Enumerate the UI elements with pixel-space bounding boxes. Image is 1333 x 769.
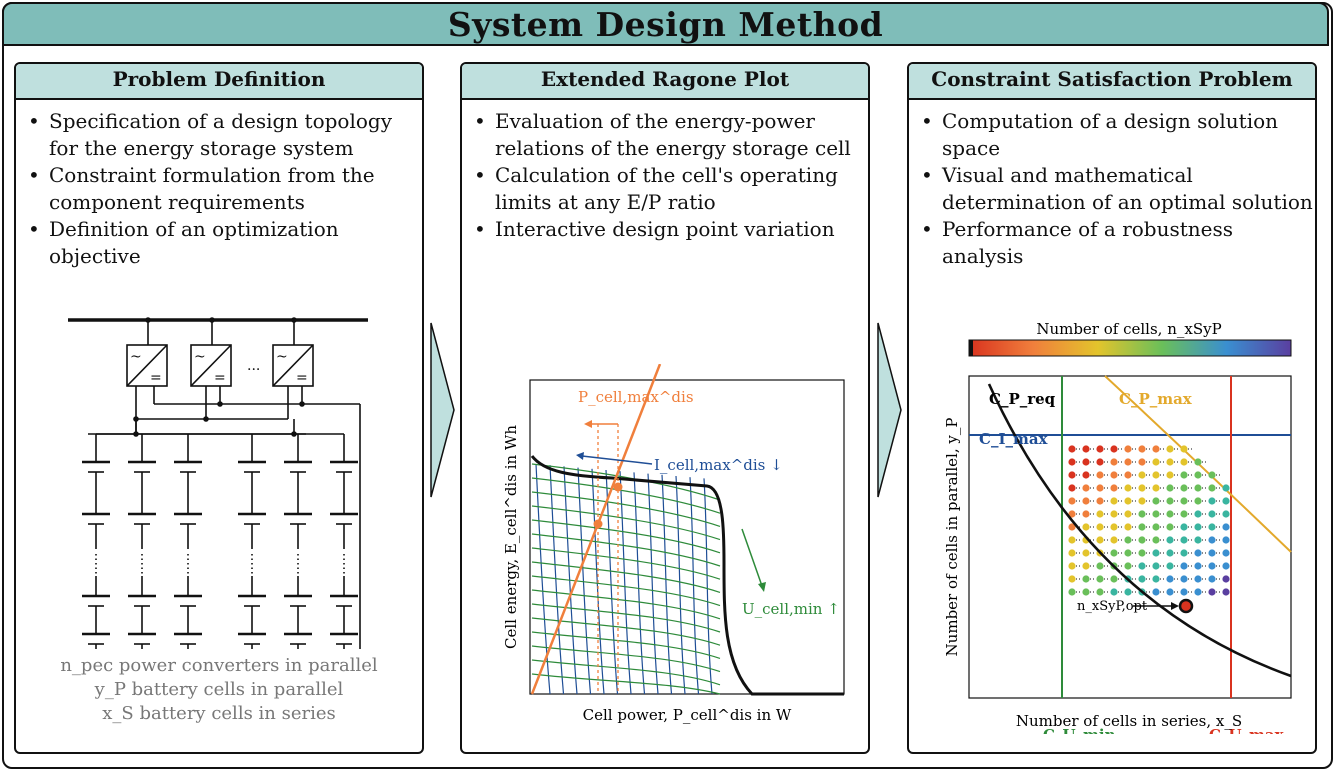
bullet-item: Calculation of the cell's operating limi… xyxy=(474,162,866,216)
bullet-item: Constraint formulation from the componen… xyxy=(28,162,420,216)
label-u-min: U_cell,min ↑ xyxy=(742,600,840,618)
label-i-max: I_cell,max^dis ↓ xyxy=(654,456,783,474)
bullet-list: Specification of a design topology for t… xyxy=(28,108,420,270)
colorbar-label: Number of cells, n_xSyP xyxy=(1036,320,1221,338)
label-n-opt: n_xSyP,opt xyxy=(1077,599,1148,614)
svg-text:~: ~ xyxy=(194,349,206,365)
bullet-item: Definition of an optimization objective xyxy=(28,216,420,270)
label-c-umin: C_U_min xyxy=(1043,726,1116,734)
panel-title: Problem Definition xyxy=(112,67,326,91)
panel-header: Problem Definition xyxy=(16,64,422,100)
label-c-imax: C_I_max xyxy=(979,430,1049,448)
svg-text:=: = xyxy=(296,370,308,386)
ragone-plot: P_cell,max^dis I_cell,max^dis ↓ U_cell,m… xyxy=(502,364,845,724)
caption-converters: n_pec power converters in parallel xyxy=(60,655,378,676)
svg-text:=: = xyxy=(150,370,162,386)
main-title: System Design Method xyxy=(447,5,884,44)
caption-parallel: y_P battery cells in parallel xyxy=(94,679,344,700)
x-axis-label: Cell power, P_cell^dis in W xyxy=(583,706,792,724)
topology-diagram: ~ = ~ = ~ = ... xyxy=(68,317,368,649)
main-header: System Design Method xyxy=(2,2,1329,46)
panel-title: Extended Ragone Plot xyxy=(540,67,790,91)
bullet-item: Interactive design point variation xyxy=(474,216,866,243)
panel-extended-ragone-plot: Extended Ragone Plot Evaluation of the e… xyxy=(460,62,870,754)
bullet-item: Performance of a robustness analysis xyxy=(921,216,1313,270)
y-axis-label: Cell energy, E_cell^dis in Wh xyxy=(502,425,520,649)
bullet-list: Evaluation of the energy-power relations… xyxy=(474,108,866,243)
y-axis-label: Number of cells in parallel, y_P xyxy=(943,418,961,657)
label-c-umax: C_U_max xyxy=(1209,726,1285,734)
bullet-item: Specification of a design topology for t… xyxy=(28,108,420,162)
label-p-max: P_cell,max^dis xyxy=(578,388,694,406)
panel-title: Constraint Satisfaction Problem xyxy=(931,67,1293,91)
panel-constraint-satisfaction: Constraint Satisfaction Problem Computat… xyxy=(907,62,1317,754)
svg-text:~: ~ xyxy=(130,349,142,365)
chevron-right-icon xyxy=(430,322,455,498)
solution-space-plot: Number of cells, n_xSyP n_xSyP,opt C_P_r… xyxy=(943,320,1292,734)
ellipsis-label: ... xyxy=(247,358,260,374)
bullet-item: Visual and mathematical determination of… xyxy=(921,162,1313,216)
chevron-right-icon xyxy=(877,322,902,498)
caption-series: x_S battery cells in series xyxy=(102,703,336,724)
panel-problem-definition: Problem Definition Specification of a de… xyxy=(14,62,424,754)
bullet-list: Computation of a design solution space V… xyxy=(921,108,1313,270)
label-c-preq: C_P_req xyxy=(989,390,1056,408)
svg-text:=: = xyxy=(214,370,226,386)
label-c-pmax: C_P_max xyxy=(1119,390,1193,408)
bullet-item: Computation of a design solution space xyxy=(921,108,1313,162)
x-axis-label: Number of cells in series, x_S xyxy=(1016,712,1242,730)
bullet-item: Evaluation of the energy-power relations… xyxy=(474,108,866,162)
panel-header: Extended Ragone Plot xyxy=(462,64,868,100)
panel-header: Constraint Satisfaction Problem xyxy=(909,64,1315,100)
svg-text:~: ~ xyxy=(276,349,288,365)
